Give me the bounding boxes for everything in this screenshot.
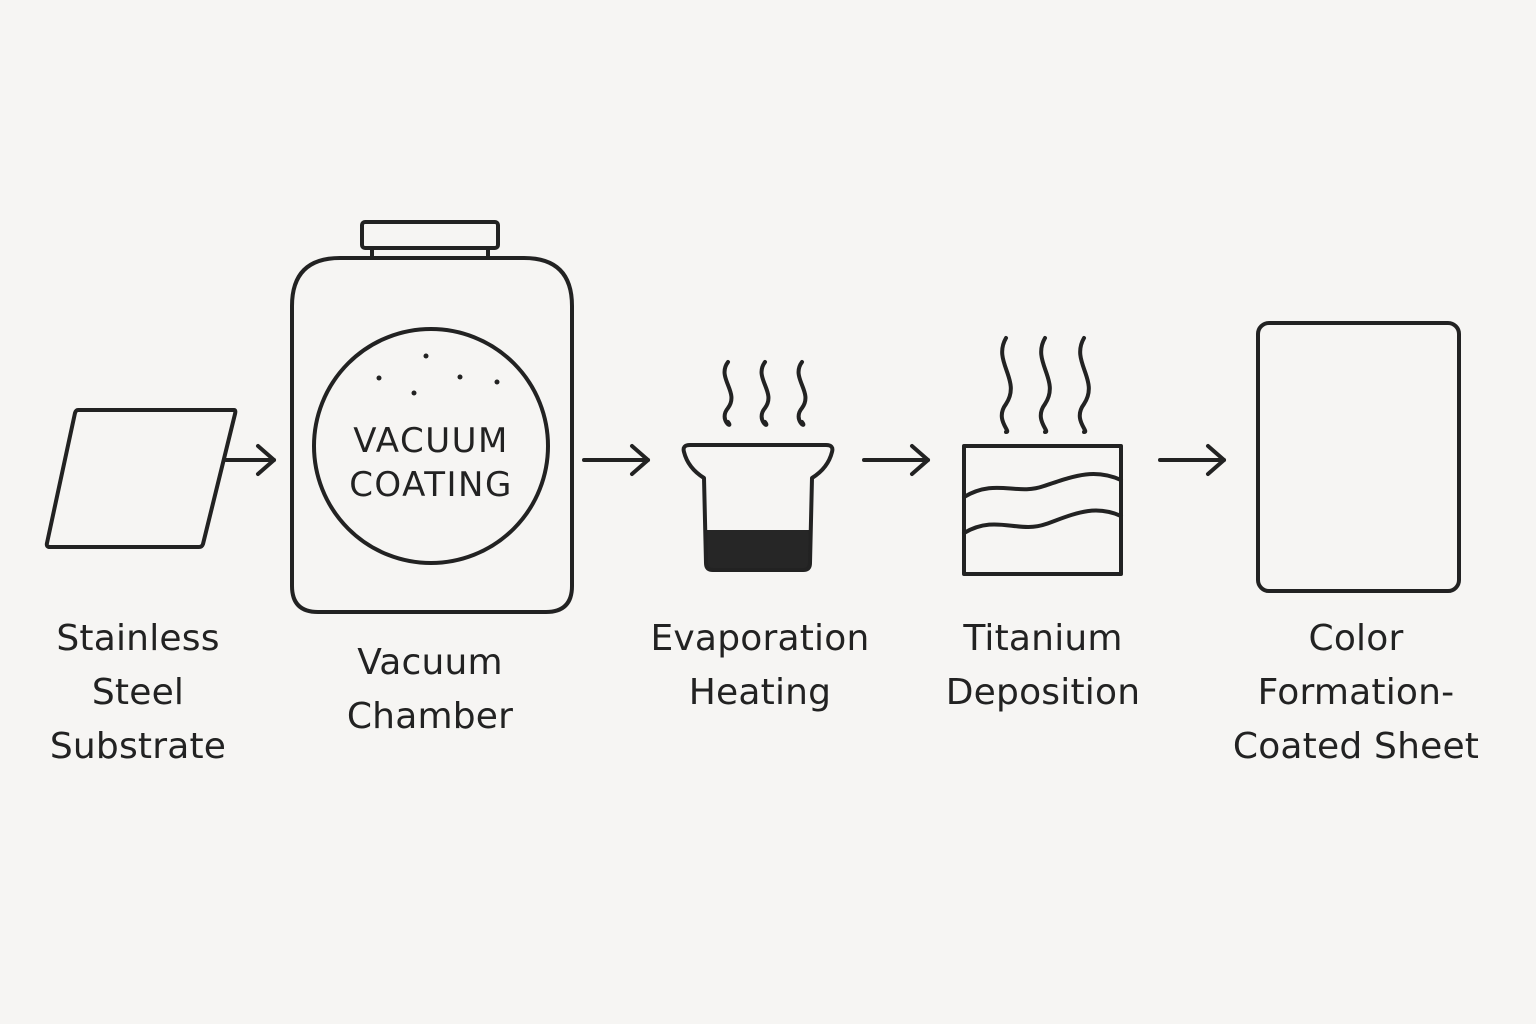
label-line: Vacuum (357, 642, 503, 683)
chamber-inner-text-line-1: VACUUM (353, 421, 509, 461)
step-label-coated-sheet: Color Formation- Coated Sheet (1214, 612, 1498, 774)
label-line: Steel (91, 672, 185, 713)
label-line: Chamber (346, 696, 514, 737)
vapor-waves-icon (999, 336, 1091, 434)
right-arrow-icon (862, 444, 930, 476)
label-line: Heating (688, 672, 832, 713)
step-label-titanium-deposition: Titanium Deposition (918, 612, 1168, 720)
crucible-heating-icon (681, 360, 835, 572)
heat-waves-icon (722, 360, 808, 427)
particle-dots (376, 353, 500, 396)
right-arrow-icon (224, 444, 276, 476)
label-line: Coated Sheet (1232, 726, 1480, 767)
label-line: Stainless (56, 618, 220, 659)
chamber-inner-text-line-2: COATING (349, 465, 513, 505)
deposition-layer-icon (962, 336, 1123, 576)
right-arrow-icon (1158, 444, 1226, 476)
right-arrow-icon (582, 444, 650, 476)
step-label-vacuum-chamber: Vacuum Chamber (310, 636, 550, 744)
steel-plate-icon (44, 408, 238, 549)
label-line: Formation- (1257, 672, 1455, 713)
step-label-stainless-steel-substrate: Stainless Steel Substrate (18, 612, 258, 774)
label-line: Evaporation (650, 618, 870, 659)
label-line: Titanium (963, 618, 1123, 659)
vacuum-chamber-icon: VACUUM COATING (290, 220, 574, 614)
label-line: Deposition (945, 672, 1141, 713)
coated-sheet-icon (1256, 321, 1461, 593)
step-label-evaporation-heating: Evaporation Heating (630, 612, 890, 720)
label-line: Substrate (49, 726, 227, 767)
label-line: Color (1308, 618, 1404, 659)
